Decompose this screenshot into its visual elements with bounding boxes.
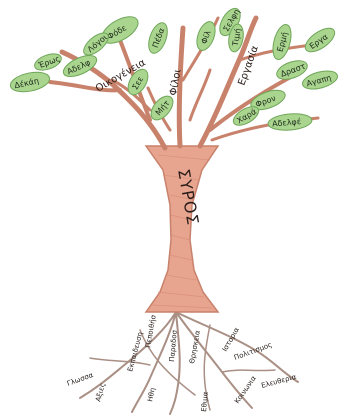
root-label: Εθιμα bbox=[200, 391, 210, 412]
root-6 bbox=[90, 358, 150, 365]
roots: Πεποιθήσ Εκπαιδευση Παραδοσ Θρησκεια Ιστ… bbox=[66, 312, 298, 414]
leaf: Έρως bbox=[32, 51, 63, 74]
root-label: Πεποιθήσ bbox=[144, 314, 158, 349]
leaves: Δέκάη Φόδε Αδελφ Σεε Πέδα Μήτ Φίλ Σελφη bbox=[9, 5, 340, 132]
root-label: Ιστορια bbox=[221, 326, 241, 353]
leaf: Λόγοι bbox=[80, 29, 112, 59]
root-label: Ελευθερια bbox=[260, 373, 297, 390]
leaf: Δέκάη bbox=[9, 69, 52, 95]
root-label: Γλωσσα bbox=[66, 371, 95, 388]
root-1 bbox=[80, 312, 176, 398]
trunk: ΣΥΡΟΣ bbox=[146, 146, 218, 312]
root-label: Αξιες bbox=[94, 382, 107, 402]
root-label: Παραδοσ bbox=[168, 329, 179, 362]
leaf: Αδελφέ bbox=[267, 112, 312, 132]
root-7 bbox=[222, 370, 275, 372]
root-label: Εκπαιδευση bbox=[126, 331, 144, 372]
leaf: Εργα bbox=[301, 24, 338, 57]
branch-inner-right bbox=[190, 70, 210, 120]
root-label: Ηθη bbox=[146, 387, 157, 402]
leaf: Αγαπη bbox=[301, 68, 340, 93]
leaf: Ερμή bbox=[270, 23, 295, 62]
leaf: Πέδα bbox=[145, 20, 171, 56]
root-label: Θρησκεια bbox=[188, 329, 202, 364]
